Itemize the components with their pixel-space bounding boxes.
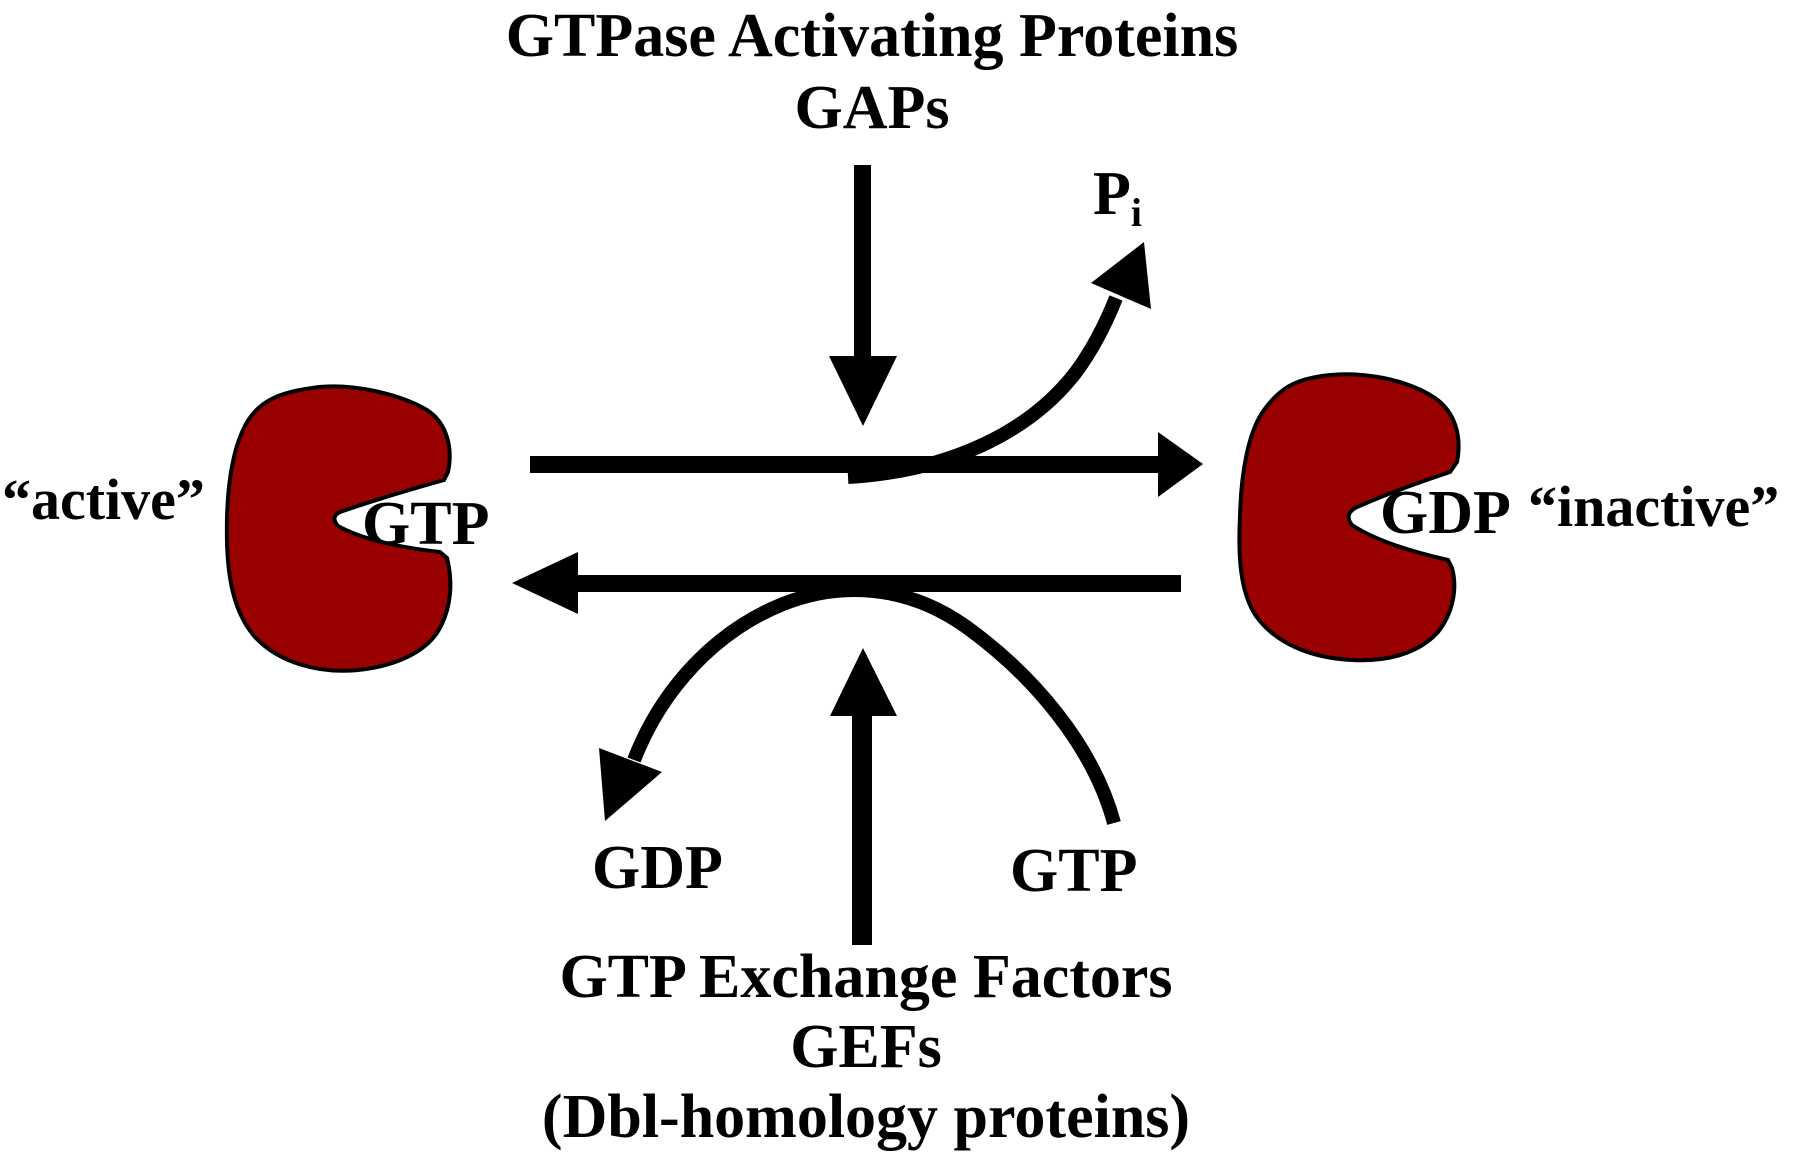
gap-down-arrowhead-icon [829,356,897,426]
hydrolysis-forward-arrow [530,432,1203,497]
gap-down-arrow-shaft [854,165,871,358]
gtp-bound-label: GTP [362,490,490,558]
gap-down-arrow [829,165,897,426]
gdp-release-arrowhead-icon [599,748,662,821]
inactive-protein-shape [1237,372,1461,663]
phosphate-release-arrowhead-icon [1091,242,1151,309]
phosphate-release-curve [847,295,1123,484]
gef-up-arrow-shaft [852,714,872,945]
gdp-released-label: GDP [592,834,723,902]
hydrolysis-arrowhead-icon [1158,432,1203,497]
phosphate-label: Pi [1093,163,1142,233]
gef-up-arrow [830,648,897,945]
active-state-label: “active” [2,467,205,532]
gefs-title-line2: GEFs [790,1013,942,1081]
gaps-title-line1: GTPase Activating Proteins [505,2,1239,70]
gtp-incoming-label: GTP [1010,837,1138,905]
gdp-bound-label: GDP [1380,479,1511,547]
phosphate-symbol: P [1093,160,1131,228]
gefs-title-line1: GTP Exchange Factors [559,943,1173,1011]
gefs-title-line3: (Dbl-homology proteins) [541,1083,1191,1151]
gaps-title-line2: GAPs [794,74,950,142]
exchange-arrow-shaft [577,575,1181,592]
nucleotide-exchange-arch [599,583,1121,825]
gdp-out-gtp-in-curve [627,583,1121,825]
gefs-title: GTP Exchange Factors GEFs (Dbl-homology … [416,942,1316,1152]
phosphate-subscript: i [1130,190,1142,235]
gaps-title: GTPase Activating Proteins GAPs [400,0,1344,144]
exchange-reverse-arrow [512,552,1181,614]
exchange-arrowhead-icon [512,552,578,614]
inactive-state-label: “inactive” [1528,474,1780,539]
active-protein-shape [224,384,453,673]
phosphate-release-arrow [847,242,1151,484]
hydrolysis-arrow-shaft [530,456,1162,473]
gef-up-arrowhead-icon [830,648,897,716]
